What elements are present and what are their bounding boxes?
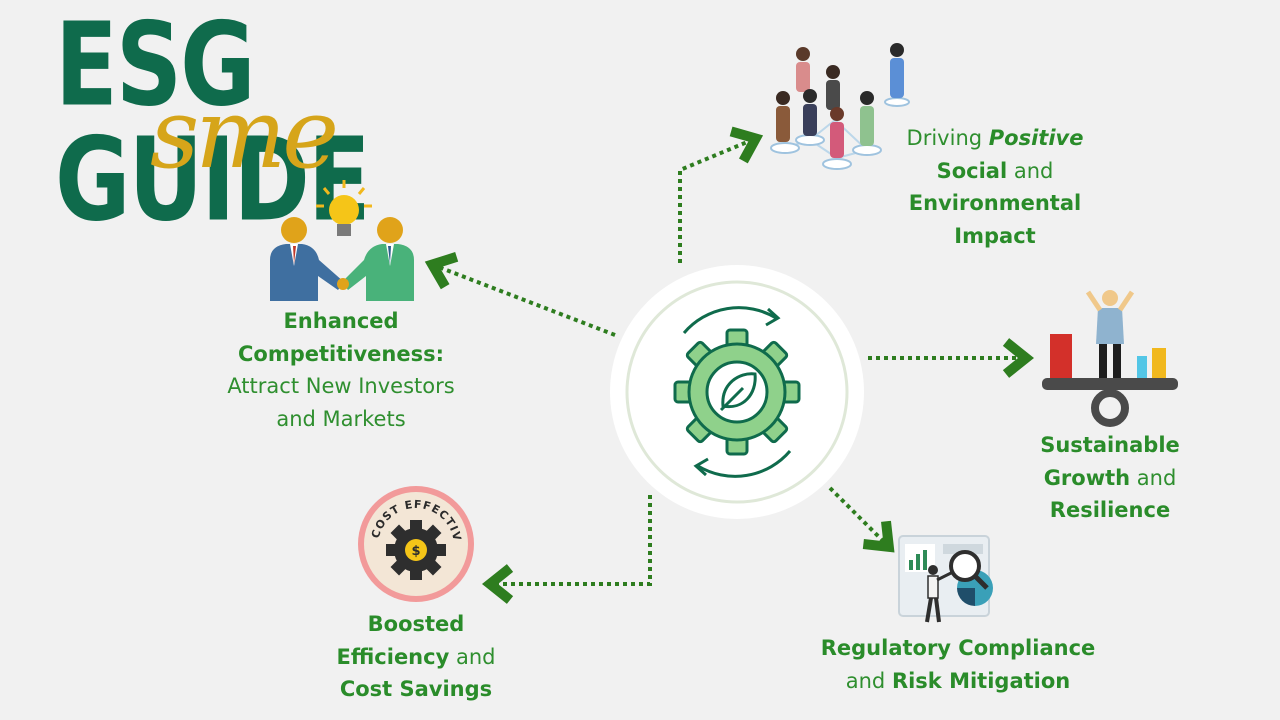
analyst-dashboard-icon [898,535,993,623]
social-impact-label: Driving Positive Social and Environmenta… [906,126,1084,248]
arrow-to-efficiency [481,495,652,604]
cost-effective-badge-icon: COST EFFECTIVE $ [352,474,474,602]
esg-guide-logo: ESG GUIDE sme [55,0,475,247]
balance-growth-icon [1042,290,1178,427]
efficiency-label: Boosted Efficiency and Cost Savings [336,612,496,701]
compliance-label: Regulatory Compliance and Risk Mitigatio… [820,636,1096,693]
logo-script: sme [150,78,339,190]
growth-label: Sustainable Growth and Resilience [1040,433,1180,522]
community-network-icon [770,43,910,170]
logo-title: ESG GUIDE [55,0,371,247]
handshake-icon [270,180,414,301]
arrow-to-compliance [828,486,895,553]
coin-symbol: $ [411,544,420,559]
esg-hub [608,263,866,521]
gear-leaf-icon [673,306,801,478]
arrow-to-social [678,126,764,263]
competitiveness-label: Enhanced Competitiveness: Attract New In… [227,309,455,431]
